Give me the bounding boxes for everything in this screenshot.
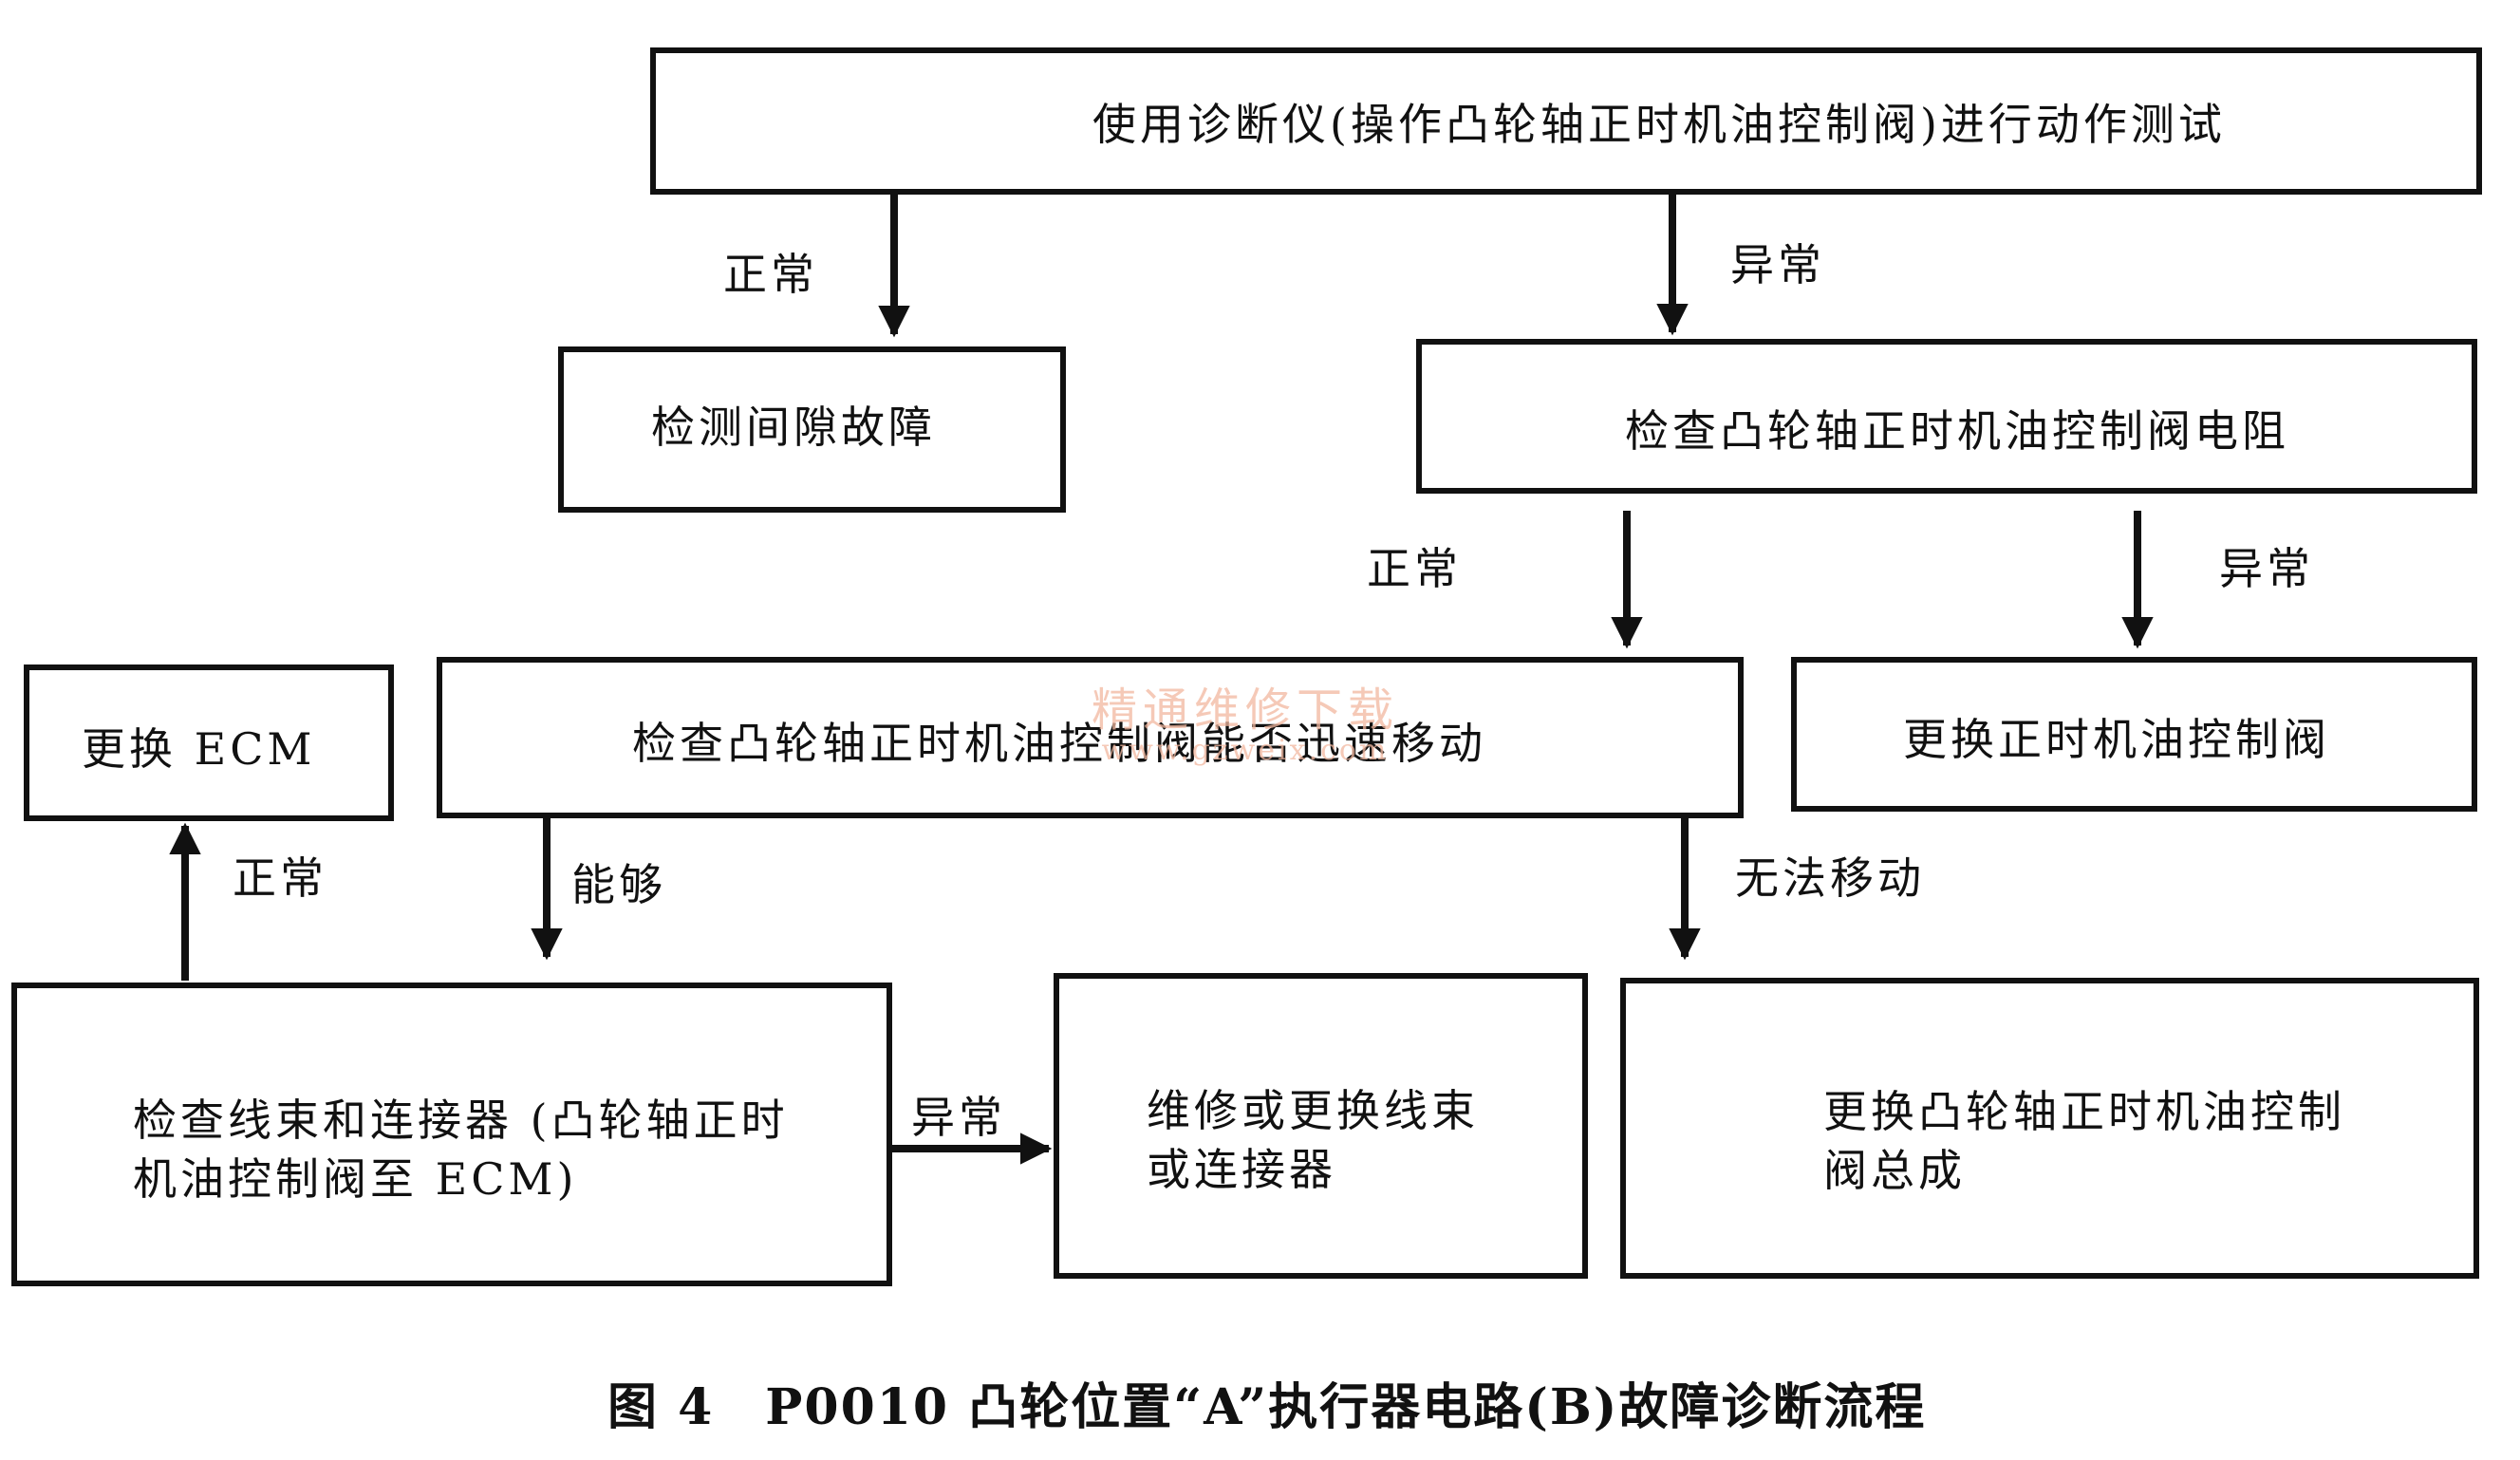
intermittent-text: 检测间隙故障: [651, 402, 936, 453]
repair-harness-text: 维修或更换线束 或连接器: [1147, 1085, 1479, 1195]
check-harness-box: 检查线束和连接器 (凸轮轴正时 机油控制阀至 ECM): [11, 983, 892, 1286]
replace-assembly-box: 更换凸轮轴正时机油控制 阀总成: [1620, 978, 2479, 1279]
replace-valve-text: 更换正时机油控制阀: [1903, 714, 2330, 765]
replace-ecm-box: 更换 ECM: [24, 664, 394, 821]
label-harness-abnormal: 异常: [911, 1092, 1006, 1143]
intermittent-box: 检测间隙故障: [558, 346, 1066, 513]
label-resistance-normal: 正常: [1367, 543, 1462, 594]
replace-valve-box: 更换正时机油控制阀: [1791, 657, 2477, 812]
label-test-abnormal: 异常: [1730, 239, 1825, 290]
action-test-text: 使用诊断仪(操作凸轮轴正时机油控制阀)进行动作测试: [1092, 99, 2226, 150]
check-move-text: 检查凸轮轴正时机油控制阀能否迅速移动: [632, 718, 1486, 769]
check-resistance-box: 检查凸轮轴正时机油控制阀电阻: [1416, 339, 2477, 494]
label-test-normal: 正常: [723, 249, 818, 300]
repair-harness-box: 维修或更换线束 或连接器: [1054, 973, 1588, 1279]
figure-caption: 图 4 P0010 凸轮位置“A”执行器电路(B)故障诊断流程: [607, 1378, 1927, 1436]
label-harness-normal: 正常: [233, 852, 327, 904]
label-resistance-abnormal: 异常: [2219, 543, 2314, 594]
replace-assembly-text: 更换凸轮轴正时机油控制 阀总成: [1823, 1086, 2345, 1196]
label-move-can: 能够: [571, 859, 666, 910]
check-resistance-text: 检查凸轮轴正时机油控制阀电阻: [1625, 405, 2289, 457]
label-move-cannot: 无法移动: [1735, 852, 1925, 904]
action-test-box: 使用诊断仪(操作凸轮轴正时机油控制阀)进行动作测试: [650, 47, 2482, 195]
check-harness-text: 检查线束和连接器 (凸轮轴正时 机油控制阀至 ECM): [133, 1095, 789, 1205]
check-move-box: 检查凸轮轴正时机油控制阀能否迅速移动: [437, 657, 1744, 818]
replace-ecm-text: 更换 ECM: [82, 723, 316, 775]
